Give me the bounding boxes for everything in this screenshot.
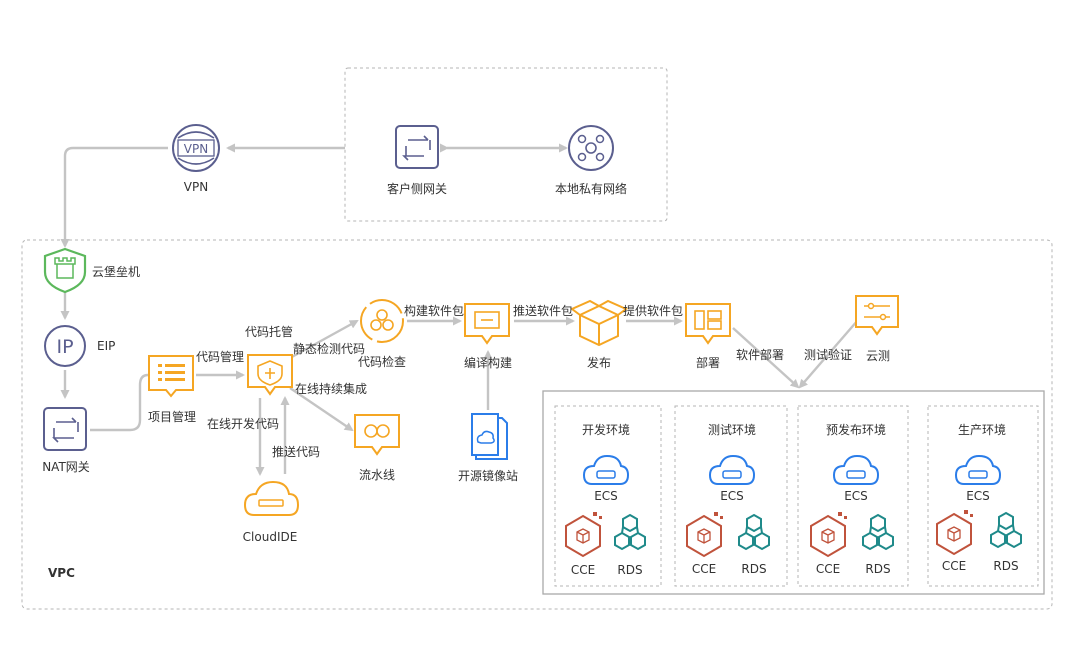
arrow-hosting-check: [289, 319, 359, 360]
env-ecs-staging: ECS: [844, 489, 868, 503]
test-ecs-icon: [708, 454, 756, 485]
edge-push-code-label: 推送代码: [272, 445, 321, 459]
env-rds-staging: RDS: [865, 562, 891, 576]
env-name-staging: 预发布环境: [825, 423, 887, 437]
release-label: 发布: [586, 356, 612, 370]
cloudide-icon: [243, 480, 300, 516]
env-box-prod: [927, 405, 1039, 587]
env-cce-test: CCE: [691, 562, 717, 576]
vpc-boundary: [21, 239, 1053, 610]
env-name-test: 测试环境: [707, 423, 757, 437]
project-management-icon: [148, 355, 194, 398]
prod-rds-icon: [990, 511, 1022, 549]
edge-provide-pkg-label: 提供软件包: [623, 304, 684, 318]
code-check-label: 代码检查: [357, 355, 407, 369]
env-cce-dev: CCE: [570, 563, 596, 577]
edge-sw-deploy-label: 软件部署: [736, 348, 785, 362]
env-name-prod: 生产环境: [957, 423, 1007, 437]
build-label: 编译构建: [463, 356, 513, 370]
edge-push-pkg-label: 推送软件包: [513, 304, 574, 318]
env-ecs-prod: ECS: [966, 489, 990, 503]
eip-icon: IP: [44, 325, 86, 367]
env-rds-dev: RDS: [617, 563, 643, 577]
bastion-icon: [43, 247, 87, 294]
env-cce-prod: CCE: [941, 559, 967, 573]
env-box-staging: [797, 405, 909, 587]
prod-cce-icon: [936, 510, 973, 556]
eip-icon-text: IP: [56, 336, 73, 358]
test-rds-icon: [738, 513, 770, 551]
cloudide-label: CloudIDE: [242, 530, 298, 544]
edge-ci-label: 在线持续集成: [295, 382, 368, 396]
staging-rds-icon: [862, 513, 894, 551]
mirror-site-label: 开源镜像站: [457, 469, 519, 483]
arrow-deploy-envs: [732, 327, 800, 389]
local-network-label: 本地私有网络: [554, 182, 628, 196]
dev-cce-icon: [565, 512, 602, 558]
pipeline-icon: [354, 414, 400, 456]
vpn-icon-text: VPN: [184, 142, 208, 156]
cloud-test-label: 云测: [866, 349, 891, 363]
code-hosting-icon: [247, 354, 293, 396]
cloud-test-icon: [855, 295, 899, 336]
dev-rds-icon: [614, 513, 646, 551]
release-icon: [570, 299, 628, 347]
onprem-boundary: [344, 67, 668, 222]
prod-ecs-icon: [954, 454, 1002, 485]
test-cce-icon: [686, 512, 723, 558]
arrow-nat-project: [90, 373, 149, 432]
code-hosting-label: 代码托管: [245, 325, 294, 339]
env-ecs-dev: ECS: [594, 489, 618, 503]
edge-code-mgmt-label: 代码管理: [196, 350, 245, 364]
staging-cce-icon: [810, 512, 847, 558]
nat-gateway-label: NAT网关: [42, 460, 90, 474]
vpn-icon: VPN: [172, 124, 220, 172]
arrow-vpn-bastion: [60, 146, 168, 248]
eip-label: EIP: [97, 339, 116, 353]
arrow-hosting-pipeline: [289, 387, 354, 432]
local-network-icon: [568, 125, 614, 171]
vpn-label: VPN: [183, 180, 209, 194]
environments-box: [542, 390, 1045, 595]
env-rds-test: RDS: [741, 562, 767, 576]
edge-online-dev-label: 在线开发代码: [207, 417, 280, 431]
env-rds-prod: RDS: [993, 559, 1019, 573]
dev-ecs-icon: [582, 454, 630, 485]
deploy-icon: [685, 303, 731, 345]
mirror-site-icon: [471, 413, 508, 460]
env-cce-staging: CCE: [815, 562, 841, 576]
bastion-label: 云堡垒机: [92, 265, 141, 279]
edge-test-verify-label: 测试验证: [804, 348, 853, 362]
nat-gateway-icon: [43, 407, 87, 451]
customer-gateway-label: 客户侧网关: [386, 182, 448, 196]
edge-static-check-label: 静态检测代码: [293, 342, 366, 356]
project-management-label: 项目管理: [147, 410, 197, 424]
env-name-dev: 开发环境: [581, 423, 631, 437]
code-check-icon: [360, 299, 404, 343]
build-icon: [464, 303, 510, 345]
vpc-label: VPC: [48, 566, 75, 580]
pipeline-label: 流水线: [358, 468, 396, 482]
staging-ecs-icon: [832, 454, 880, 485]
edge-build-pkg-label: 构建软件包: [404, 304, 465, 318]
arrow-test-envs: [798, 319, 859, 389]
deploy-label: 部署: [695, 356, 721, 370]
env-box-dev: [554, 405, 662, 587]
env-box-test: [674, 405, 788, 587]
customer-gateway-icon: [395, 125, 439, 169]
env-ecs-test: ECS: [720, 489, 744, 503]
